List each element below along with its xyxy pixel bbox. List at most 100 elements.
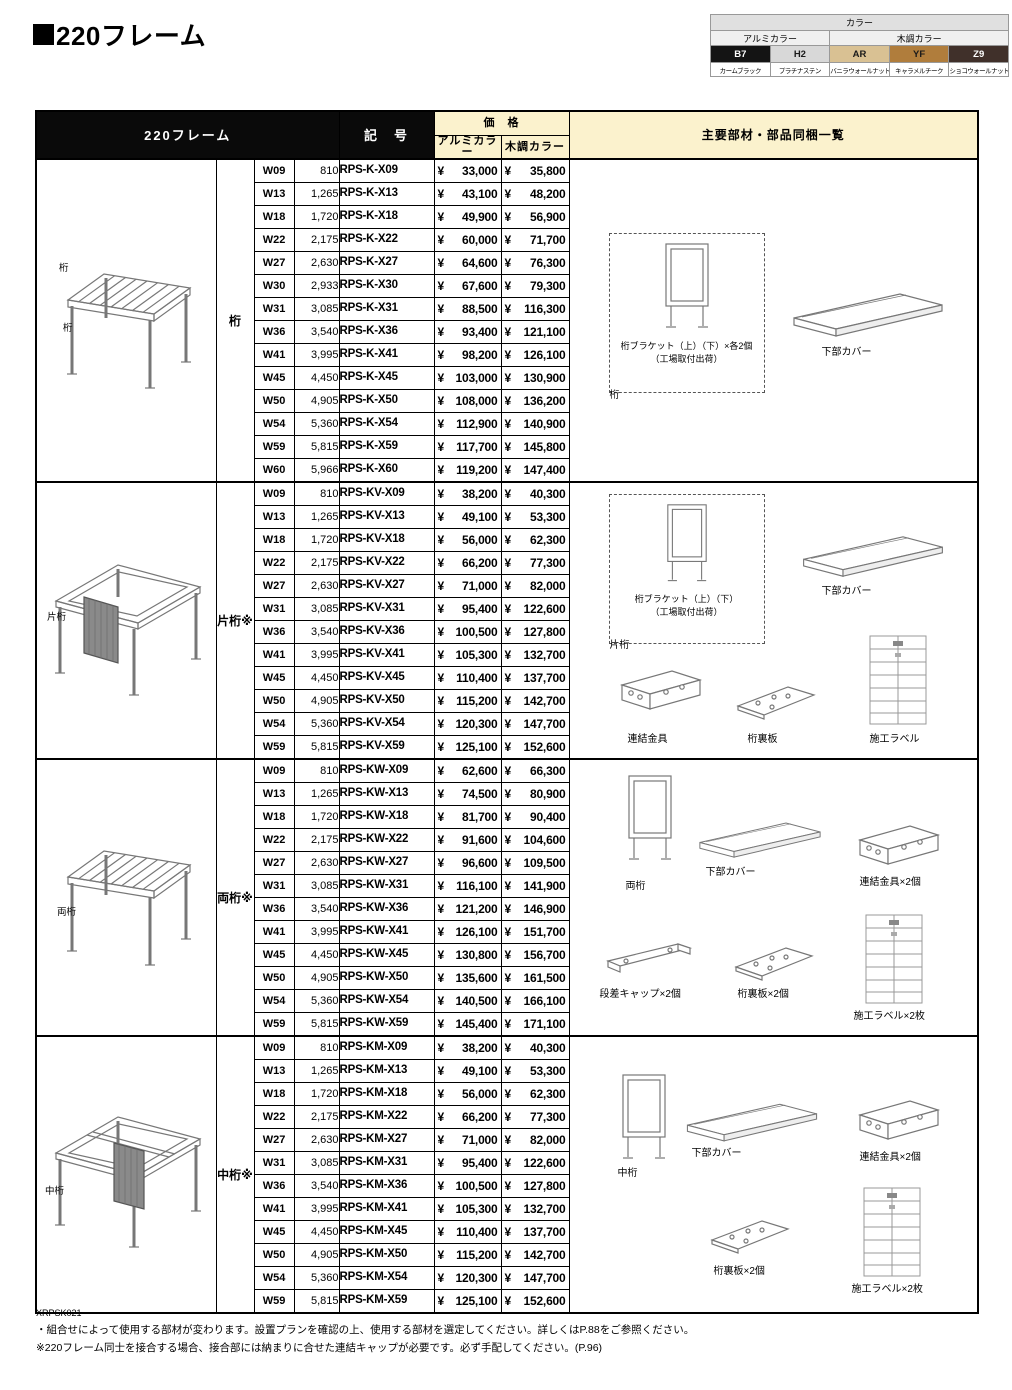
price-alumi-cell: ¥56,000 [433, 528, 502, 552]
price-amount: 140,500 [455, 994, 498, 1008]
section-label: 片桁※ [215, 481, 255, 760]
currency-symbol: ¥ [437, 1156, 445, 1170]
w-cell: W50 [253, 966, 295, 990]
currency-symbol: ¥ [437, 1087, 445, 1101]
currency-symbol: ¥ [437, 164, 445, 178]
currency-symbol: ¥ [504, 164, 512, 178]
price-amount: 38,200 [461, 1041, 498, 1055]
code-cell: RPS-KM-X13 [338, 1059, 435, 1083]
price-amount: 105,300 [455, 1202, 498, 1216]
price-alumi-cell: ¥49,100 [433, 505, 502, 529]
code-cell: RPS-K-X18 [338, 205, 435, 229]
price-amount: 53,300 [529, 510, 566, 524]
price-wood-cell: ¥171,100 [500, 1012, 570, 1037]
price-alumi-cell: ¥62,600 [433, 758, 502, 783]
swatch-yf: YF [888, 45, 950, 63]
w-cell: W60 [253, 458, 295, 483]
currency-symbol: ¥ [504, 602, 512, 616]
joint-bracket-figure [620, 670, 701, 710]
width-cell: 4,450 [293, 1220, 340, 1244]
currency-symbol: ¥ [504, 1225, 512, 1239]
width-cell: 5,360 [293, 712, 340, 736]
part-label-construction-label: 施工ラベル×2枚 [853, 1011, 925, 1022]
price-amount: 130,900 [523, 371, 566, 385]
code-cell: RPS-KW-X22 [338, 828, 435, 852]
width-cell: 5,966 [293, 458, 340, 483]
price-amount: 130,800 [455, 948, 498, 962]
w-cell: W45 [253, 943, 295, 967]
width-cell: 4,905 [293, 966, 340, 990]
currency-symbol: ¥ [504, 1110, 512, 1124]
price-amount: 38,200 [461, 487, 498, 501]
price-alumi-cell: ¥88,500 [433, 297, 502, 321]
currency-symbol: ¥ [504, 1017, 512, 1031]
price-wood-cell: ¥66,300 [500, 758, 570, 783]
title-square-icon [33, 24, 54, 45]
code-cell: RPS-KW-X45 [338, 943, 435, 967]
price-amount: 49,100 [461, 510, 498, 524]
price-wood-cell: ¥132,700 [500, 1197, 570, 1221]
price-wood-cell: ¥122,600 [500, 1151, 570, 1175]
code-cell: RPS-KV-X13 [338, 505, 435, 529]
price-amount: 121,200 [455, 902, 498, 916]
w-cell: W30 [253, 274, 295, 298]
w-cell: W18 [253, 805, 295, 829]
w-cell: W36 [253, 320, 295, 344]
price-amount: 171,100 [523, 1017, 566, 1031]
w-cell: W50 [253, 689, 295, 713]
part-label-single-girder: 片桁 [609, 640, 630, 651]
w-cell: W31 [253, 597, 295, 621]
currency-symbol: ¥ [504, 648, 512, 662]
currency-symbol: ¥ [504, 1087, 512, 1101]
currency-symbol: ¥ [437, 717, 445, 731]
w-cell: W45 [253, 1220, 295, 1244]
code-cell: RPS-KW-X59 [338, 1012, 435, 1037]
w-cell: W36 [253, 897, 295, 921]
code-cell: RPS-KW-X27 [338, 851, 435, 875]
width-cell: 5,815 [293, 1012, 340, 1037]
code-cell: RPS-KM-X27 [338, 1128, 435, 1152]
w-cell: W18 [253, 528, 295, 552]
price-wood-cell: ¥109,500 [500, 851, 570, 875]
currency-symbol: ¥ [437, 810, 445, 824]
price-wood-cell: ¥56,900 [500, 205, 570, 229]
swatch-name: カームブラック [710, 62, 771, 77]
currency-symbol: ¥ [504, 994, 512, 1008]
currency-symbol: ¥ [437, 1110, 445, 1124]
currency-symbol: ¥ [504, 440, 512, 454]
price-amount: 115,200 [456, 1248, 498, 1262]
currency-symbol: ¥ [437, 1248, 445, 1262]
price-amount: 136,200 [523, 394, 566, 408]
part-label-bottom-cover: 下部カバー [821, 586, 872, 597]
price-alumi-cell: ¥38,200 [433, 481, 502, 506]
price-amount: 142,700 [523, 1248, 566, 1262]
width-cell: 3,085 [293, 597, 340, 621]
currency-symbol: ¥ [504, 394, 512, 408]
parts-cell: 中桁 下部カバー 連結金具×2個 桁裏板×2個 施工ラベル×2枚 [568, 1035, 979, 1314]
swatch-name: ショコウォールナット [948, 62, 1009, 77]
legend-title: カラー [710, 14, 1009, 31]
w-cell: W27 [253, 574, 295, 598]
price-wood-cell: ¥152,600 [500, 735, 570, 760]
code-cell: RPS-KM-X54 [338, 1266, 435, 1290]
footnote-line: ・組合せによって使用する部材が変わります。設置プランを確認の上、使用する部材を選… [36, 1324, 695, 1336]
part-label-joint: 連結金具×2個 [859, 877, 921, 888]
currency-symbol: ¥ [504, 1271, 512, 1285]
part-label-step-cap: 段差キャップ×2個 [599, 989, 681, 1000]
w-cell: W27 [253, 1128, 295, 1152]
part-label-backplate: 桁裏板 [747, 734, 778, 745]
price-amount: 122,600 [523, 1156, 566, 1170]
price-amount: 109,500 [523, 856, 566, 870]
girder-frame-figure [664, 243, 709, 328]
price-wood-cell: ¥132,700 [500, 643, 570, 667]
currency-symbol: ¥ [504, 1248, 512, 1262]
price-alumi-cell: ¥60,000 [433, 228, 502, 252]
width-cell: 3,085 [293, 1151, 340, 1175]
